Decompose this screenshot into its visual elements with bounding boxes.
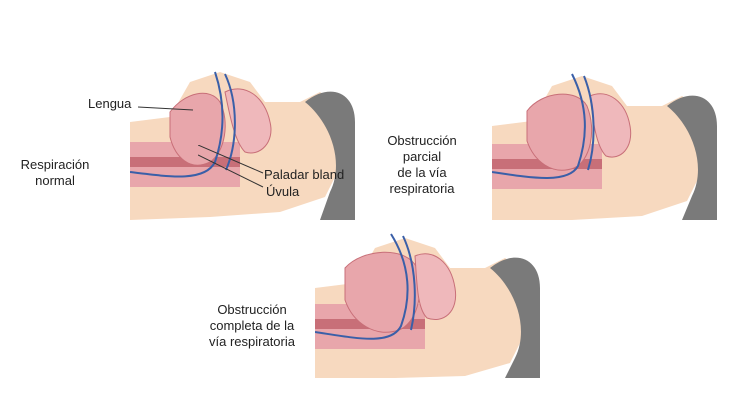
leader-tongue — [138, 106, 194, 111]
head-illustration-normal — [130, 71, 355, 220]
leader-palate-uvula — [198, 145, 264, 188]
panel-partial — [492, 66, 717, 220]
tongue — [169, 92, 226, 166]
caption-complete-line2: completa de la — [209, 318, 295, 333]
caption-complete-line3: vía respiratoria — [209, 334, 295, 349]
airway-line — [315, 233, 409, 340]
label-tongue: Lengua — [88, 96, 132, 111]
hair — [490, 257, 540, 378]
tongue — [344, 251, 421, 333]
airway-line — [492, 73, 586, 179]
soft-palate — [589, 93, 632, 158]
tongue — [526, 93, 593, 171]
hair — [305, 91, 355, 220]
soft-palate — [224, 88, 272, 154]
airway-line — [130, 71, 224, 178]
head-illustration-partial — [492, 73, 717, 220]
caption-normal: Respiración normal — [10, 157, 100, 189]
soft-palate — [414, 253, 457, 320]
caption-normal-line2: normal — [35, 173, 75, 188]
hair — [667, 95, 717, 220]
caption-partial-line3: de la vía — [397, 165, 447, 180]
head-illustration-complete — [315, 233, 540, 378]
caption-partial-line2: parcial — [402, 149, 442, 164]
panel-complete — [315, 228, 540, 378]
caption-complete-line1: Obstrucción — [217, 302, 287, 317]
panel-normal — [130, 62, 355, 220]
caption-complete: Obstrucción completa de la vía respirato… — [198, 302, 306, 350]
caption-partial: Obstrucción parcial de la vía respirator… — [372, 133, 472, 197]
caption-partial-line1: Obstrucción — [387, 133, 457, 148]
caption-normal-line1: Respiración — [20, 157, 90, 172]
label-soft-palate: Paladar bland — [264, 167, 345, 182]
caption-partial-line4: respiratoria — [389, 181, 455, 196]
label-uvula: Úvula — [266, 184, 300, 199]
